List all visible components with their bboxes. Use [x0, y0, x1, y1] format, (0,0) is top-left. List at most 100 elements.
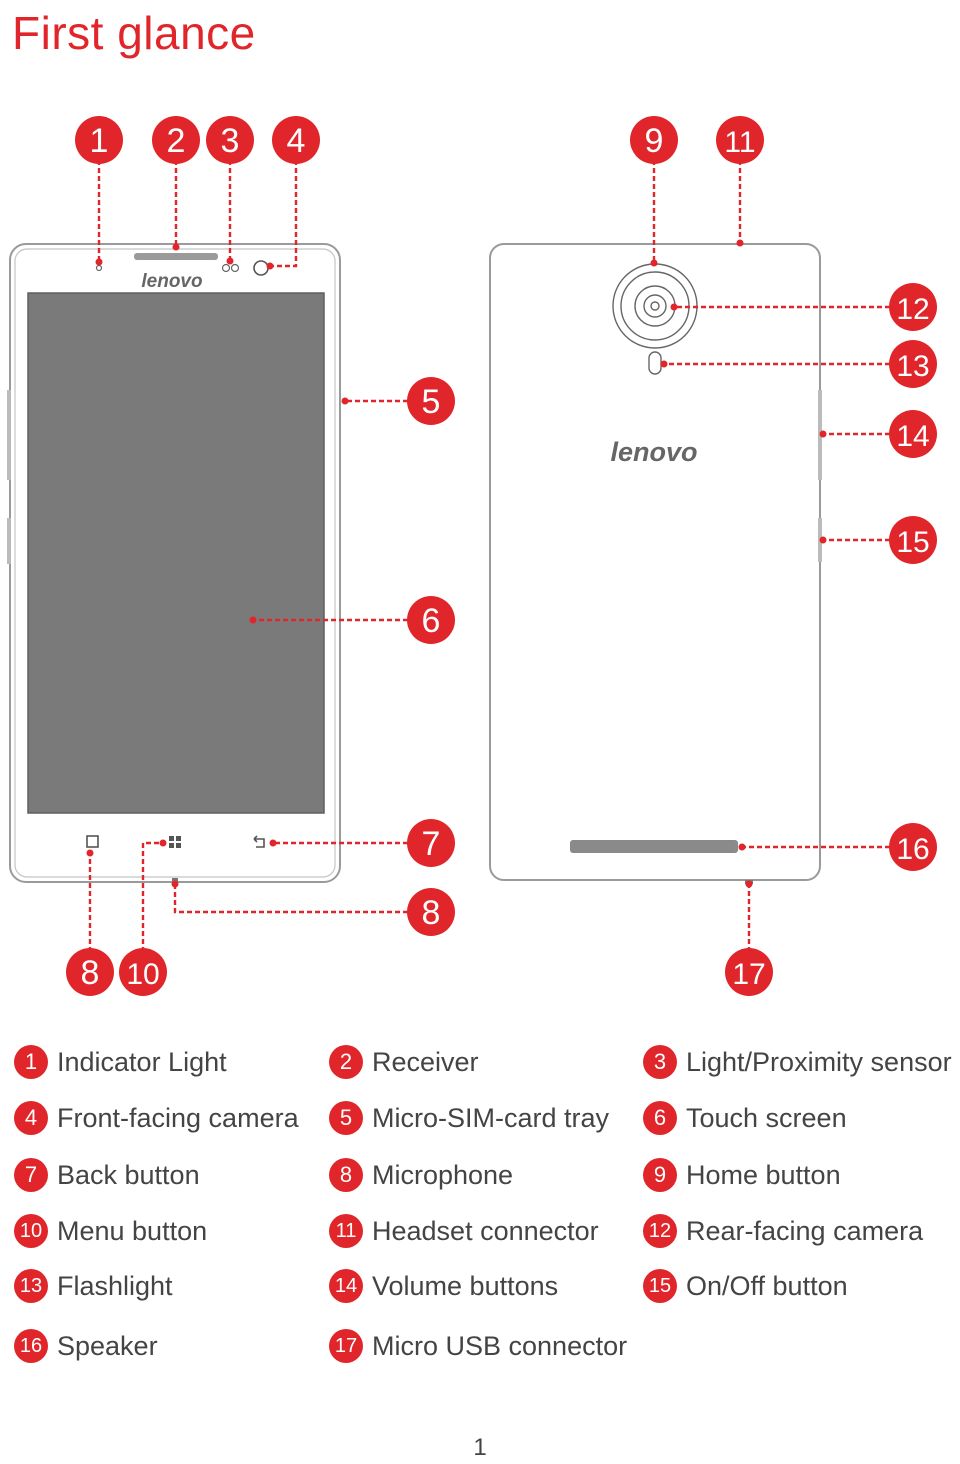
phone-back: lenovo [489, 243, 822, 884]
back-brand-logo: lenovo [610, 437, 697, 467]
callout-number: 7 [422, 825, 441, 863]
legend-label: Receiver [372, 1046, 479, 1077]
touch-screen [27, 292, 325, 814]
callout-number: 2 [167, 122, 186, 160]
legend-number: 13 [14, 1269, 48, 1303]
callout-badge-17: 17 [725, 948, 773, 996]
page-title: First glance [12, 7, 256, 59]
callout-number: 10 [126, 958, 159, 991]
callout-leader-dots [86, 239, 827, 888]
callout-badge-3: 3 [206, 116, 254, 164]
callout-badge-8: 8 [407, 888, 455, 936]
receiver-grille [134, 253, 218, 260]
callout-badge-16: 16 [889, 823, 937, 871]
legend-number: 9 [643, 1158, 677, 1192]
legend-number: 10 [14, 1214, 48, 1248]
legend-number: 4 [14, 1101, 48, 1135]
legend-number: 15 [643, 1269, 677, 1303]
legend-item: 15 On/Off button [643, 1266, 848, 1306]
callout-number: 16 [896, 833, 929, 866]
callout-number: 5 [422, 383, 441, 421]
legend-number: 11 [329, 1214, 363, 1248]
legend-label: Light/Proximity sensor [686, 1046, 952, 1077]
callout-number: 11 [724, 126, 755, 159]
callout-number: 15 [896, 526, 929, 559]
legend-label: Flashlight [57, 1270, 173, 1301]
callout-number: 6 [422, 602, 441, 640]
callout-number: 4 [287, 122, 306, 160]
speaker-grille [570, 840, 738, 853]
callout-badge-12: 12 [889, 283, 937, 331]
legend-item: 13 Flashlight [14, 1266, 173, 1306]
callout-badge-6: 6 [407, 596, 455, 644]
legend-item: 17 Micro USB connector [329, 1326, 627, 1366]
callout-badge-13: 13 [889, 340, 937, 388]
callout-badge-15: 15 [889, 516, 937, 564]
back-button-icon [253, 835, 265, 848]
legend-item: 11 Headset connector [329, 1211, 599, 1251]
legend-item: 3 Light/Proximity sensor [643, 1042, 952, 1082]
legend-number: 6 [643, 1101, 677, 1135]
legend-number: 2 [329, 1045, 363, 1079]
callout-badge-14: 14 [889, 410, 937, 458]
legend-label: Home button [686, 1159, 841, 1190]
callout-badge-4: 4 [272, 116, 320, 164]
callout-number: 12 [896, 293, 929, 326]
legend-item: 9 Home button [643, 1155, 841, 1195]
front-brand-logo: lenovo [141, 271, 202, 292]
legend-number: 17 [329, 1329, 363, 1363]
legend-label: Microphone [372, 1159, 514, 1190]
legend-number: 3 [643, 1045, 677, 1079]
legend-label: Touch screen [686, 1102, 847, 1133]
home-button-icon [169, 836, 181, 848]
legend-label: On/Off button [686, 1270, 848, 1301]
callout-leader-lines [88, 160, 890, 952]
callout-badge-1: 1 [75, 116, 123, 164]
legend-number: 16 [14, 1329, 48, 1363]
legend-label: Front-facing camera [57, 1102, 299, 1133]
legend-item: 5 Micro-SIM-card tray [329, 1098, 609, 1138]
callout-number: 8 [422, 894, 441, 932]
legend-number: 14 [329, 1269, 363, 1303]
legend-label: Micro USB connector [372, 1330, 628, 1361]
menu-button-icon [86, 835, 99, 848]
legend-item: 14 Volume buttons [329, 1266, 558, 1306]
legend-item: 4 Front-facing camera [14, 1098, 299, 1138]
callout-badge-9: 9 [630, 116, 678, 164]
legend-label: Back button [57, 1159, 200, 1190]
legend-item: 2 Receiver [329, 1042, 479, 1082]
legend-label: Micro-SIM-card tray [372, 1102, 610, 1133]
proximity-sensor [221, 263, 231, 273]
phone-front: lenovo [7, 243, 341, 883]
legend-item: 16 Speaker [14, 1326, 158, 1366]
legend-number: 1 [14, 1045, 48, 1079]
page-number: 1 [473, 1434, 487, 1461]
legend-item: 1 Indicator Light [14, 1042, 227, 1082]
legend-label: Headset connector [372, 1215, 599, 1246]
callout-number: 17 [732, 958, 765, 991]
legend-label: Volume buttons [372, 1270, 559, 1301]
legend-item: 8 Microphone [329, 1155, 513, 1195]
legend-number: 12 [643, 1214, 677, 1248]
callout-number: 13 [896, 350, 929, 383]
callout-number: 14 [896, 420, 929, 453]
legend-label: Speaker [57, 1330, 158, 1361]
callout-badge-5: 5 [407, 377, 455, 425]
callout-number: 9 [645, 122, 664, 160]
callout-number: 3 [221, 122, 240, 160]
callout-badge-7: 7 [407, 819, 455, 867]
legend-item: 6 Touch screen [643, 1098, 847, 1138]
legend-number: 5 [329, 1101, 363, 1135]
legend-label: Indicator Light [57, 1046, 227, 1077]
callout-number: 8 [81, 954, 100, 992]
legend-number: 8 [329, 1158, 363, 1192]
callout-badge-10: 10 [119, 948, 167, 996]
callout-number: 1 [90, 122, 109, 160]
callout-badge-11: 11 [716, 116, 764, 164]
callout-badge-2: 2 [152, 116, 200, 164]
callout-badge-8: 8 [66, 948, 114, 996]
